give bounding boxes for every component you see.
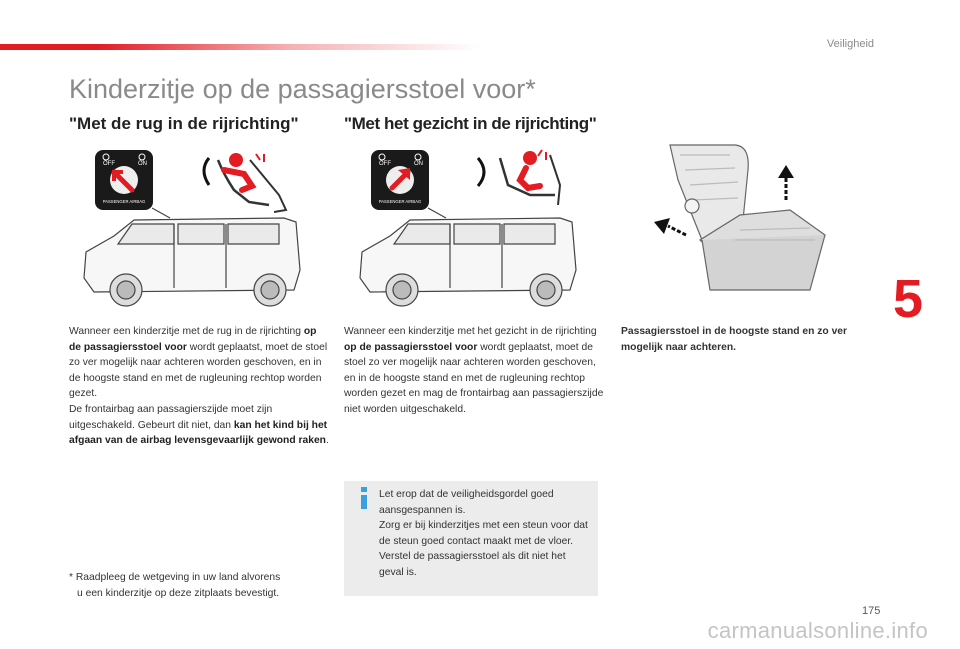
van-illustration-icon: [83, 207, 301, 307]
airbag-label-text: PASSENGER AIRBAG: [103, 199, 146, 204]
watermark: carmanualsonline.info: [707, 618, 928, 643]
info-icon: [361, 487, 367, 509]
footnote-line-1: * Raadpleeg de wetgeving in uw land alvo…: [69, 572, 281, 583]
arrow-back-icon: [654, 218, 687, 237]
airbag-off-text: OFF: [103, 161, 115, 167]
airbag-label-text-2: PASSENGER AIRBAG: [379, 199, 422, 204]
forward-facing-text-c: wordt geplaatst, moet de stoel zo ver mo…: [344, 341, 604, 415]
forward-facing-text-a: Wanneer een kinderzitje met het gezicht …: [344, 326, 597, 337]
info-text-belt: Let erop dat de veiligheidsgordel goed a…: [379, 489, 554, 516]
info-text-support: Zorg er bij kinderzitjes met een steun v…: [379, 520, 588, 578]
footnote-line-2: u een kinderzitje op deze zitplaats beve…: [77, 587, 280, 599]
rear-facing-text-a: Wanneer een kinderzitje met de rug in de…: [69, 326, 304, 337]
top-accent-bar: [0, 44, 480, 50]
airbag-on-label-icon: OFF ON PASSENGER AIRBAG: [371, 150, 429, 210]
rear-facing-text-bold: op de passagiersstoel voor: [69, 326, 317, 353]
info-text: Let erop dat de veiligheidsgordel goed a…: [379, 487, 591, 581]
airbag-on-text-2: ON: [414, 161, 423, 167]
info-box: Let erop dat de veiligheidsgordel goed a…: [344, 481, 598, 596]
airbag-on-text: ON: [138, 161, 147, 167]
footnote: * Raadpleeg de wetgeving in uw land alvo…: [69, 570, 331, 601]
rear-facing-text-c: wordt geplaatst, moet de stoel zo ver mo…: [69, 341, 328, 400]
heading-rear-facing: "Met de rug in de rijrichting": [69, 114, 299, 133]
figure-seat-position: [654, 144, 827, 291]
page-number: 175: [862, 605, 881, 617]
front-seat-icon: [669, 144, 827, 291]
figure-rear-facing: OFF ON PASSENGER AIRBAG: [83, 150, 301, 307]
page-title: Kinderzitje op de passagiersstoel voor*: [69, 74, 536, 104]
chapter-number: 5: [893, 269, 924, 329]
airbag-warning-text-a: De frontairbag aan passagierszijde moet …: [69, 403, 273, 431]
airbag-off-text-2: OFF: [379, 161, 391, 167]
arrow-up-icon: [778, 165, 794, 200]
seat-position-caption: Passagiersstoel in de hoogste stand en z…: [621, 326, 848, 353]
figure-forward-facing: OFF ON PASSENGER AIRBAG: [359, 149, 577, 307]
heading-forward-facing: "Met het gezicht in de rijrichting": [344, 114, 597, 133]
section-name: Veiligheid: [826, 38, 874, 50]
airbag-off-label-icon: OFF ON PASSENGER AIRBAG: [95, 150, 153, 210]
airbag-warning-text-c: .: [325, 435, 329, 447]
rear-facing-text: Wanneer een kinderzitje met de rug in de…: [69, 324, 331, 449]
child-seat-forward-facing-icon: [476, 149, 562, 206]
forward-facing-text: Wanneer een kinderzitje met het gezicht …: [344, 324, 606, 418]
forward-facing-text-bold: op de passagiersstoel voor: [344, 341, 478, 353]
child-seat-rear-facing-icon: [202, 153, 288, 213]
airbag-warning-text-bold: kan het kind bij het afgaan van de airba…: [69, 419, 328, 447]
van-illustration-icon-2: [359, 207, 577, 307]
